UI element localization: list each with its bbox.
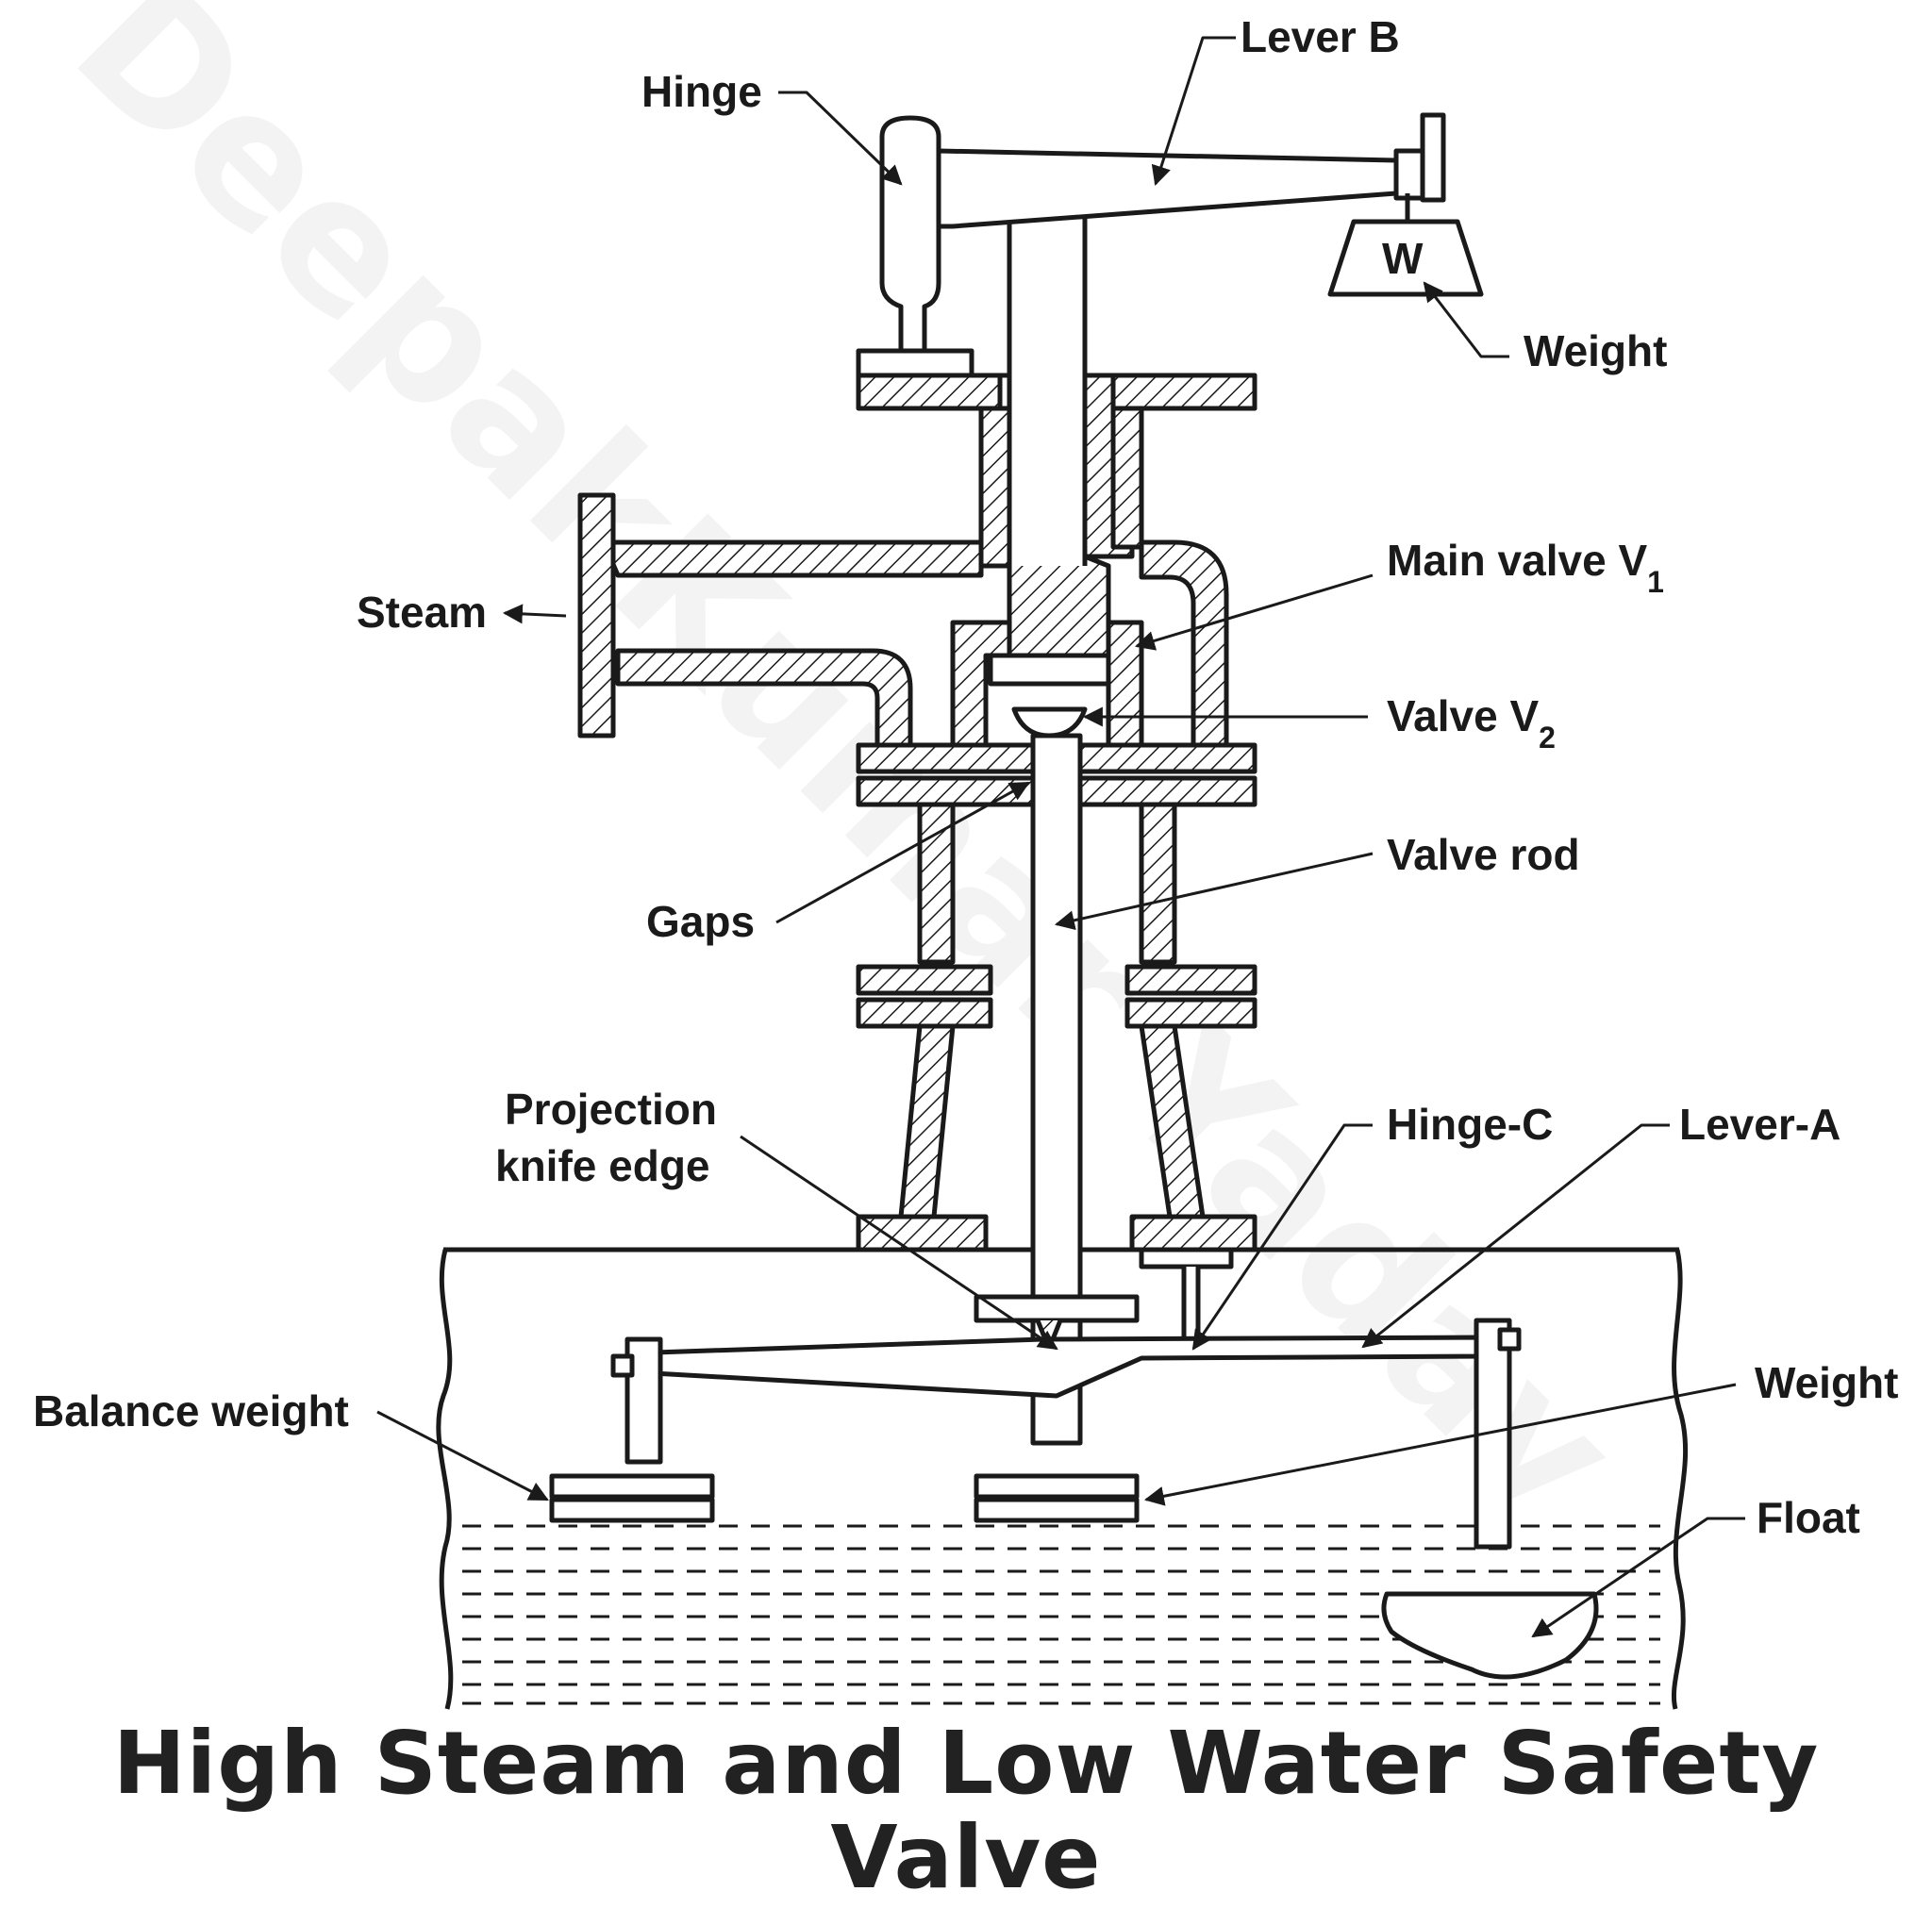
weight-symbol: W [1382,234,1424,283]
lever-b [936,112,1446,229]
leader-lines [376,36,1745,1638]
safety-valve-diagram: DeepakKumar Yadav [33,0,1898,1710]
label-valve-v2: Valve V2 [1387,691,1556,755]
label-balance-weight: Balance weight [33,1386,349,1435]
valve-stem [1007,176,1088,566]
rod-weight [974,1473,1140,1523]
label-weight-bottom: Weight [1755,1358,1898,1407]
diagram-title: High Steam and Low Water Safety Valve [112,1713,1820,1908]
label-valve-rod: Valve rod [1387,830,1580,879]
hinge-c [1139,1247,1234,1353]
label-hinge: Hinge [641,67,762,116]
lever-a [610,1318,1522,1550]
balance-weight [549,1473,715,1523]
top-weight [1327,193,1484,297]
label-projection: Projection [505,1085,717,1134]
label-lever-a: Lever-A [1679,1100,1840,1149]
float [1381,1591,1599,1680]
label-lever-b: Lever B [1241,12,1400,61]
label-knife-edge: knife edge [495,1141,710,1190]
label-weight-top: Weight [1524,326,1667,375]
label-float: Float [1757,1493,1860,1542]
valve-v2 [1011,706,1088,738]
label-steam: Steam [357,588,487,637]
label-main-valve: Main valve V1 [1387,536,1664,599]
label-gaps: Gaps [646,897,755,946]
label-hinge-c: Hinge-C [1387,1100,1553,1149]
